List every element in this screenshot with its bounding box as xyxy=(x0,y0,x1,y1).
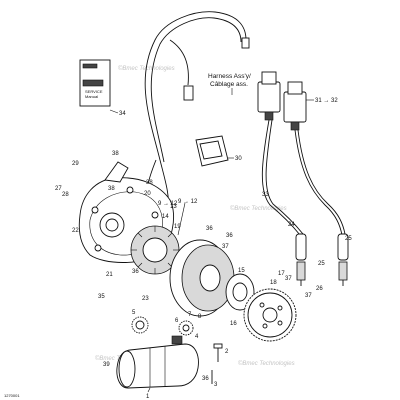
torque-mark: 38 xyxy=(112,151,119,157)
callout-17: 17 xyxy=(278,271,285,277)
callout-9-12: 9 → 12 xyxy=(178,199,198,205)
harness-connector xyxy=(241,37,250,49)
callout-18: 18 xyxy=(270,280,277,286)
service-manual: SERVICE Manual xyxy=(79,59,111,107)
callout-21: 21 xyxy=(106,272,113,278)
callout-5: 5 xyxy=(132,310,136,316)
callout-39: 39 xyxy=(103,362,110,368)
callout-22: 22 xyxy=(72,228,79,234)
callout-29: 29 xyxy=(72,161,79,167)
watermark: ©Bmec Technologies xyxy=(238,360,295,367)
callout-15: 15 xyxy=(238,268,245,274)
flywheel-rotor xyxy=(169,239,235,317)
ignition-coils xyxy=(257,71,307,131)
callout-33: 33 xyxy=(262,192,269,198)
callout-24: 24 xyxy=(288,222,295,228)
ring-gear xyxy=(225,273,255,311)
callout-14: 14 xyxy=(162,214,169,220)
manual-subtitle: Manual xyxy=(85,94,98,99)
callout-23: 23 xyxy=(142,296,149,302)
callout-20: 20 xyxy=(144,191,151,197)
torque-mark: 36 xyxy=(202,376,209,382)
torque-mark: 37 xyxy=(285,276,292,282)
spark-plug-caps xyxy=(295,233,349,261)
callout-25: 25 xyxy=(318,261,325,267)
callout-28: 28 xyxy=(62,192,69,198)
callout-34: 34 xyxy=(119,111,126,117)
callout-2: 2 xyxy=(225,349,229,355)
stator xyxy=(130,225,180,275)
manual-title: SERVICE xyxy=(85,89,103,94)
harness-label-fr: Câblage ass. xyxy=(210,81,248,88)
electronic-module xyxy=(195,135,229,167)
figure-code: 1270001 xyxy=(4,393,20,398)
callout-6: 6 xyxy=(175,318,179,324)
high-tension-leads xyxy=(261,119,346,236)
torque-mark: 37 xyxy=(222,244,229,250)
callout-19: 19 xyxy=(174,224,181,230)
callout-27: 27 xyxy=(55,186,62,192)
harness-connector xyxy=(183,85,194,101)
callout-4: 4 xyxy=(195,334,199,340)
torque-mark: 38 xyxy=(146,180,153,186)
torque-mark: 36 xyxy=(226,233,233,239)
callout-25: 25 xyxy=(345,236,352,242)
starter-drive-gears xyxy=(131,316,194,336)
starter-motor xyxy=(116,335,199,389)
torque-mark: 37 xyxy=(305,293,312,299)
watermark: ©Bmec Technologies xyxy=(230,205,287,212)
callout-13: 13 xyxy=(170,204,177,210)
callout-16: 16 xyxy=(230,321,237,327)
callout-35: 35 xyxy=(98,294,105,300)
torque-mark: 38 xyxy=(108,186,115,192)
harness-label: Harness Ass'y/ xyxy=(208,73,251,80)
spark-plugs xyxy=(296,261,348,286)
starter-ring-gear xyxy=(243,288,297,342)
callout-7: 7 xyxy=(188,312,192,318)
callout-8: 8 xyxy=(198,314,202,320)
callout-30: 30 xyxy=(235,156,242,162)
torque-mark: 36 xyxy=(132,269,139,275)
callout-3: 3 xyxy=(214,382,218,388)
callout-12: 9 → 12 xyxy=(158,201,178,207)
wiring-harness xyxy=(144,11,250,211)
callout-31-32: 31 → 32 xyxy=(315,98,338,104)
callout-26: 26 xyxy=(316,286,323,292)
torque-mark: 36 xyxy=(206,226,213,232)
callout-1: 1 xyxy=(146,394,150,400)
